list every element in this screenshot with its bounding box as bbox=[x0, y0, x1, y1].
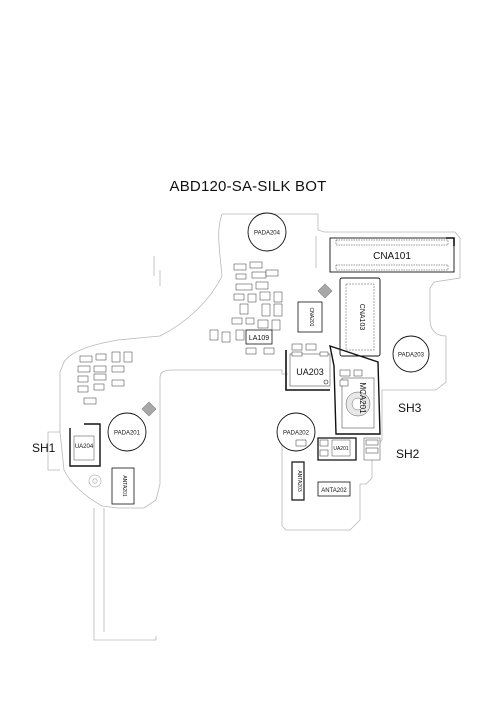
cna103-label: CNA103 bbox=[358, 304, 365, 331]
sh2-label: SH2 bbox=[396, 447, 420, 461]
antenna-anta203: ANTA203 bbox=[291, 461, 305, 501]
chip-ua203: UA203 bbox=[285, 350, 331, 391]
ua201-label: UA201 bbox=[333, 446, 349, 452]
anta203-label: ANTA203 bbox=[296, 470, 302, 492]
pada203-label: PADA203 bbox=[398, 353, 425, 359]
component-cluster-left bbox=[77, 351, 133, 405]
cna101-label: CNA101 bbox=[373, 251, 411, 262]
pada201-label: PADA201 bbox=[114, 431, 141, 437]
pad-pada201: PADA201 bbox=[107, 412, 147, 452]
pada202-label: PADA202 bbox=[283, 431, 310, 437]
ua204-label: UA204 bbox=[75, 444, 94, 450]
inductor-la109: LA109 bbox=[245, 329, 273, 345]
cna201-label: CNA201 bbox=[308, 308, 314, 327]
shield-sh1: UA204 SH1 bbox=[32, 423, 101, 467]
connector-cna201: CNA201 bbox=[297, 301, 323, 333]
pad-pada203: PADA203 bbox=[392, 335, 430, 373]
ua203-label: UA203 bbox=[296, 367, 324, 377]
anta201-label: ANTA201 bbox=[121, 475, 127, 497]
board-outline bbox=[47, 213, 461, 641]
sh1-label: SH1 bbox=[32, 441, 56, 455]
mca201-label: MCA201 bbox=[358, 382, 367, 414]
sh3-label: SH3 bbox=[398, 401, 422, 415]
pada204-label: PADA204 bbox=[254, 231, 281, 237]
fiducial-marker bbox=[141, 283, 333, 417]
board-title: ABD120-SA-SILK BOT bbox=[169, 178, 327, 195]
pad-pada204: PADA204 bbox=[247, 212, 287, 252]
component-cluster-right bbox=[291, 343, 379, 457]
anta202-label: ANTA202 bbox=[321, 488, 347, 494]
shield-sh3: MCA201 SH3 bbox=[329, 344, 422, 435]
la109-label: LA109 bbox=[249, 335, 269, 342]
connector-cna101: CNA101 bbox=[329, 237, 455, 273]
connector-cna103: CNA103 bbox=[339, 277, 381, 357]
component-cluster-upper bbox=[209, 261, 283, 355]
antenna-anta202: ANTA202 bbox=[317, 481, 351, 497]
antenna-anta201: ANTA201 bbox=[111, 467, 135, 505]
